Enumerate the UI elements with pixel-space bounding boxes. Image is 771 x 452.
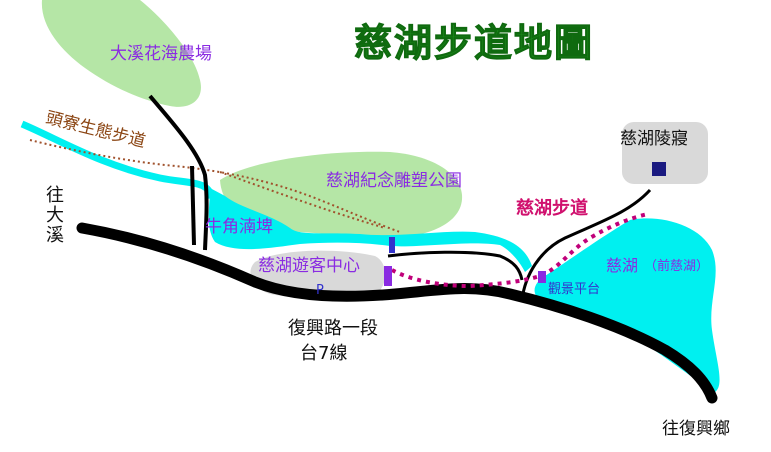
pond-area: [208, 188, 532, 272]
label-to-daxi-3: 溪: [46, 225, 64, 246]
label-to-fuxing: 往復興鄉: [662, 419, 730, 439]
parking-icon: P: [316, 283, 324, 298]
label-flower-farm: 大溪花海農場: [110, 44, 212, 64]
label-to-daxi-2: 大: [46, 205, 64, 226]
label-pond: 牛角湳埤: [205, 217, 273, 237]
label-to-daxi: 往 大 溪: [46, 186, 64, 246]
label-mausoleum: 慈湖陵寢: [620, 129, 688, 149]
bridge-marker: [389, 237, 395, 253]
sculpture-park-area: [220, 151, 463, 238]
side-road: [190, 165, 196, 246]
label-visitor-center: 慈湖遊客中心: [258, 256, 360, 276]
label-to-daxi-1: 往: [46, 185, 64, 206]
label-sculpture-park: 慈湖紀念雕塑公園: [326, 171, 462, 191]
mausoleum-area: [622, 122, 708, 184]
flower-farm-area: [41, 0, 201, 107]
stream: [20, 120, 216, 200]
label-road-route: 台7線: [300, 343, 348, 364]
lake-area: [534, 218, 720, 392]
label-road-name: 復興路一段: [288, 318, 378, 339]
access-road: [387, 250, 524, 281]
label-viewpoint: 觀景平台: [548, 282, 601, 297]
main-road: [76, 222, 718, 404]
label-lake-note: （前慈湖）: [644, 259, 710, 274]
farm-road: [148, 94, 209, 251]
cihu-trail-path: [391, 212, 649, 289]
viewpoint-marker: [538, 271, 546, 283]
eco-trail-branch: [219, 171, 386, 229]
mausoleum-marker: [652, 162, 666, 176]
label-lake: 慈湖: [606, 256, 639, 275]
eco-trail-path: [29, 139, 401, 233]
visitor-center-marker: [384, 266, 392, 286]
map-title: 慈湖步道地圖: [353, 21, 595, 65]
label-cihu-trail: 慈湖步道: [516, 198, 588, 219]
